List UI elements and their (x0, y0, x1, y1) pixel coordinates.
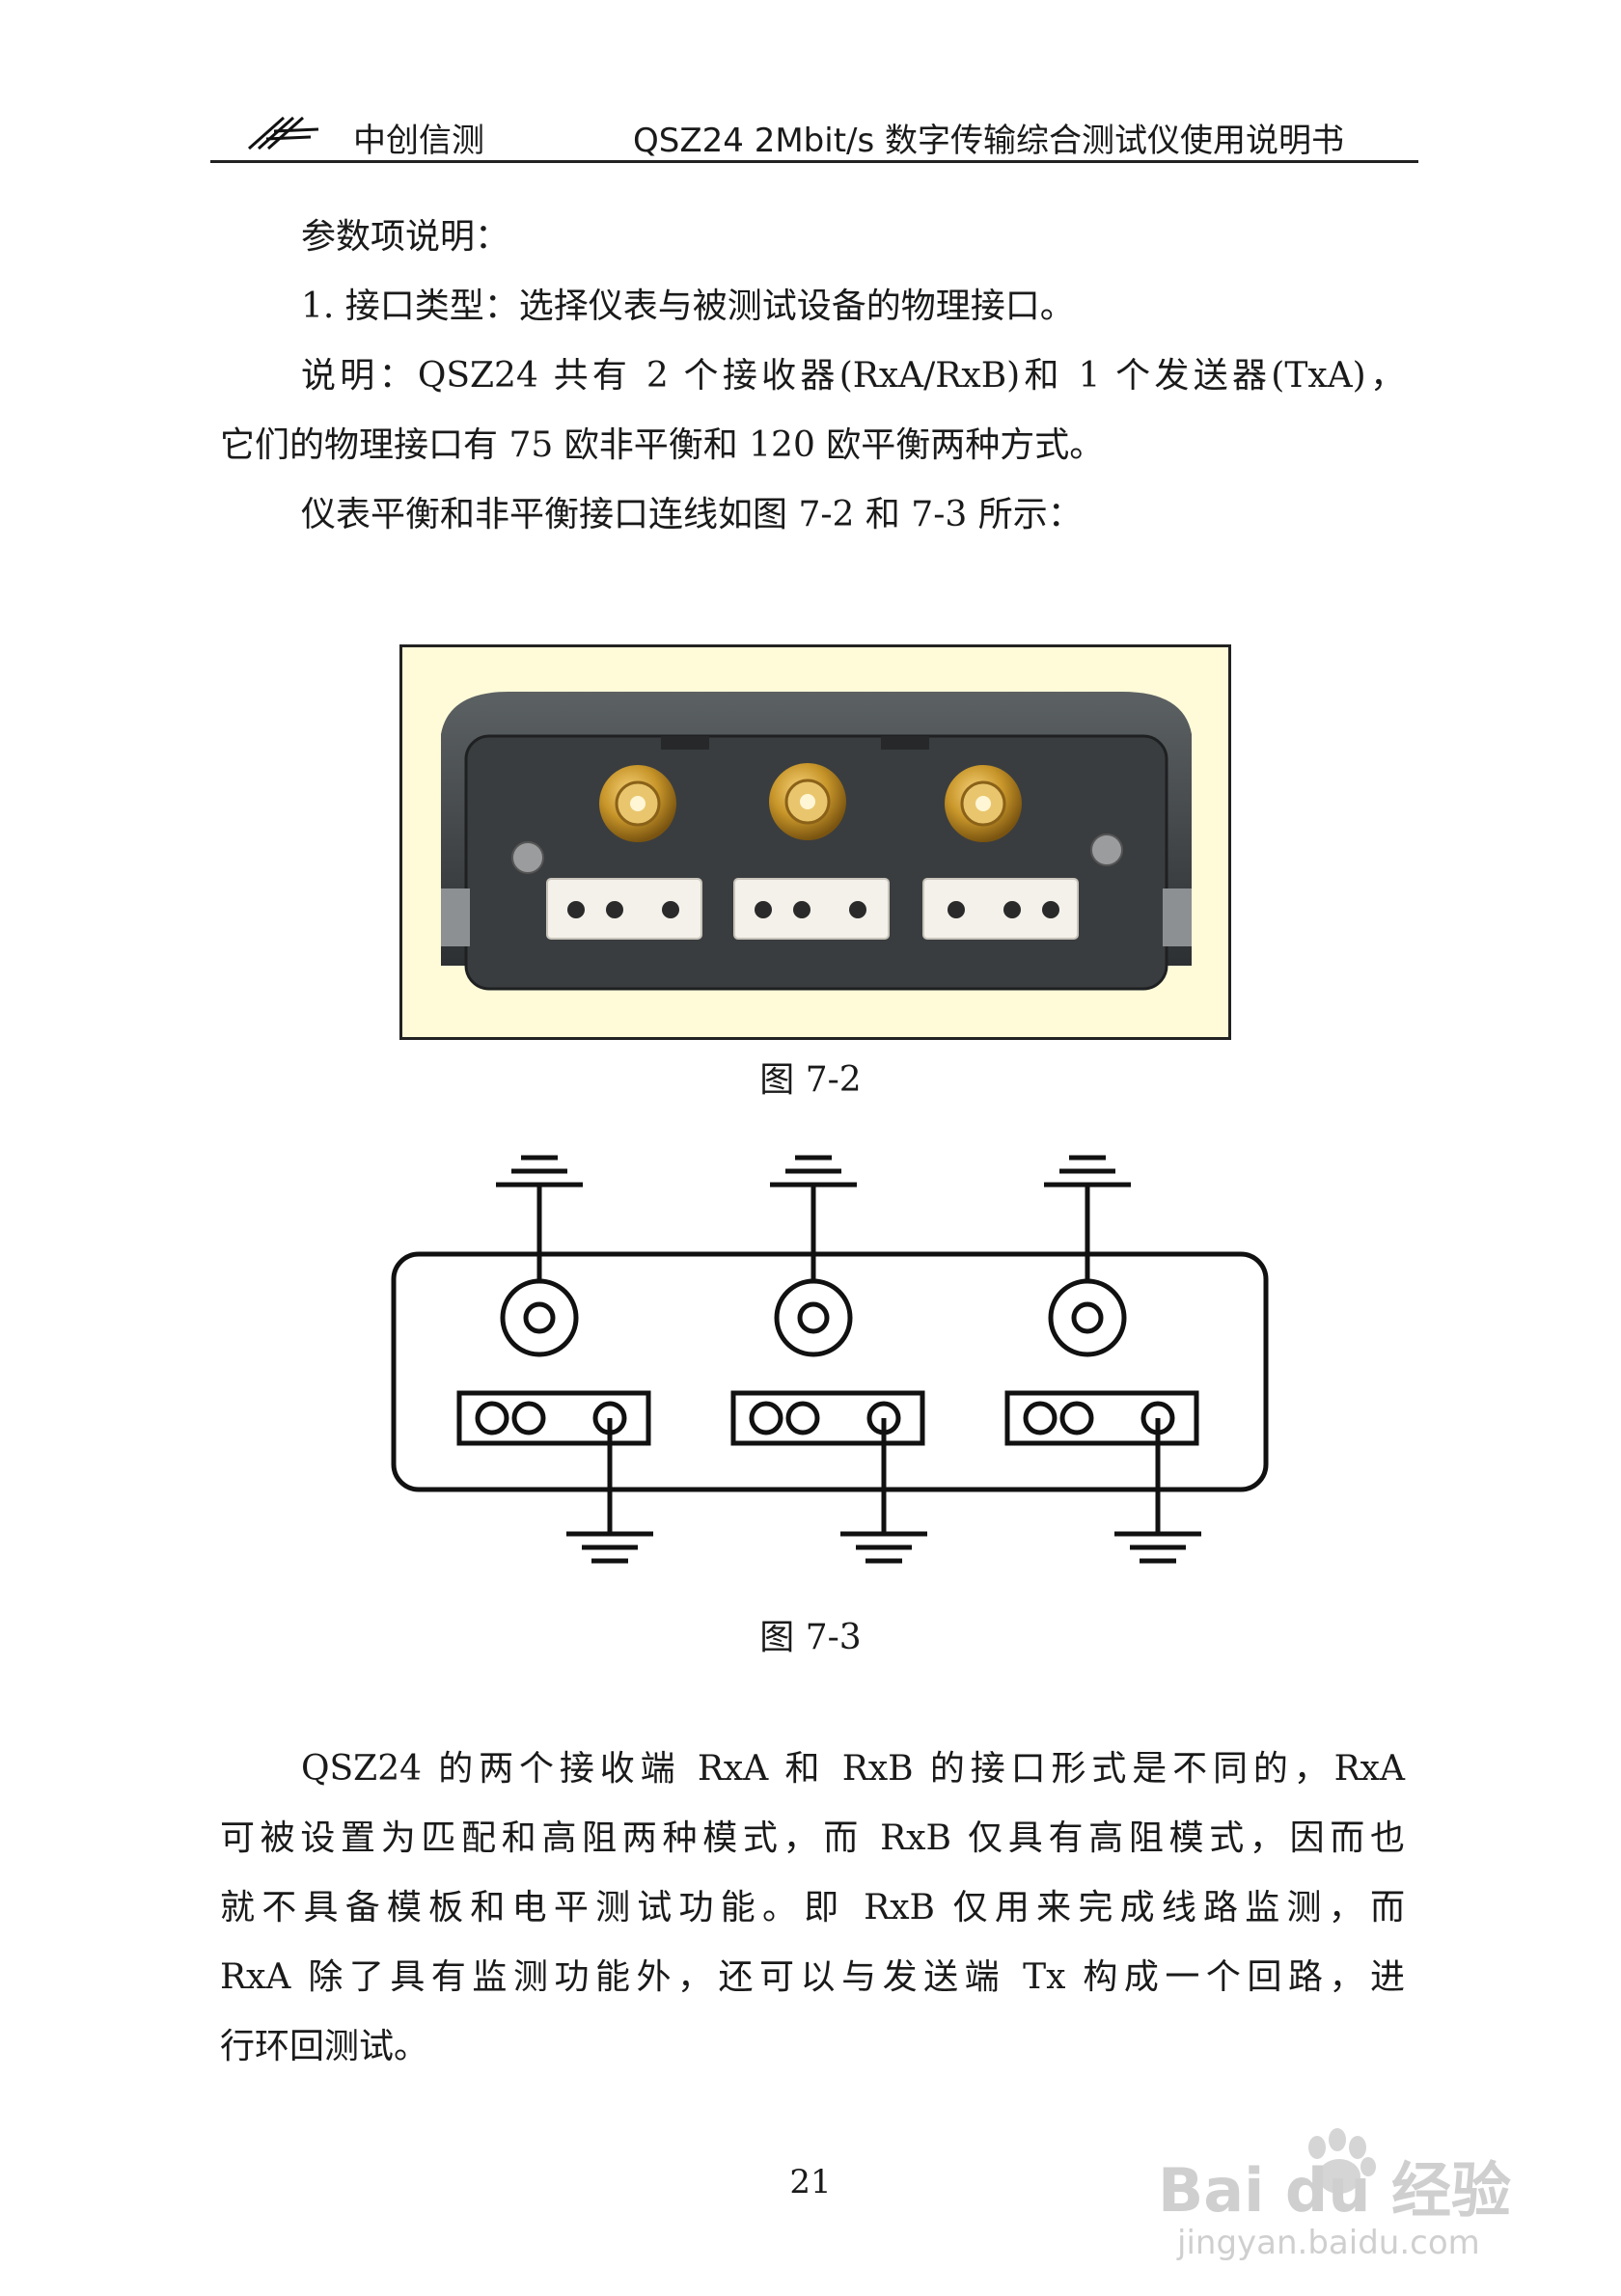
ground-symbol-bottom-3 (1114, 1531, 1201, 1564)
figure-7-2-caption: 图 7-2 (759, 1060, 862, 1100)
watermark-brand: Bai du 经验 (1158, 2155, 1511, 2226)
bnc-symbol-2 (774, 1278, 853, 1357)
ground-symbol-top-2 (770, 1155, 857, 1279)
bnc-connector-2 (769, 763, 846, 840)
header-company-name: 中创信测 (353, 122, 484, 160)
company-logo-icon (248, 116, 319, 150)
paragraph2-line-2: 可被设置为匹配和高阻两种模式，而 RxB 仅具有高阻模式，因而也 (220, 1818, 1405, 1858)
terminal-symbol-2 (730, 1390, 925, 1534)
terminal-block-1 (546, 878, 702, 940)
page-header: 中创信测 QSZ24 2Mbit/s 数字传输综合测试仪使用说明书 (210, 104, 1418, 163)
bnc-connector-3 (945, 765, 1022, 842)
baidu-watermark: Bai du 经验 jingyan.baidu.com (1158, 2128, 1511, 2262)
params-heading: 参数项说明： (301, 217, 510, 257)
bnc-connector-1 (599, 765, 676, 842)
figure-7-3-caption: 图 7-3 (759, 1618, 862, 1657)
interface-schematic (391, 1155, 1269, 1564)
item-interface-type: 1. 接口类型：选择仪表与被测试设备的物理接口。 (301, 287, 1075, 326)
schematic-panel-outline (391, 1251, 1269, 1492)
paragraph2-line-3: 就不具备模板和电平测试功能。即 RxB 仅用来完成线路监测，而 (220, 1888, 1405, 1927)
terminal-block-2 (733, 878, 890, 940)
figure-reference-line: 仪表平衡和非平衡接口连线如图 7-2 和 7-3 所示： (301, 495, 1083, 534)
page-number: 21 (789, 2163, 832, 2201)
ground-symbol-top-3 (1044, 1155, 1131, 1279)
ground-symbol-bottom-1 (566, 1531, 653, 1564)
terminal-block-3 (922, 878, 1079, 940)
note-line-1: 说明：QSZ24 共有 2 个接收器(RxA/RxB)和 1 个发送器(TxA)… (301, 356, 1405, 396)
watermark-url: jingyan.baidu.com (1176, 2224, 1480, 2262)
device-interface-photo (399, 644, 1231, 1040)
header-document-title: QSZ24 2Mbit/s 数字传输综合测试仪使用说明书 (633, 122, 1345, 160)
bnc-symbol-1 (500, 1278, 579, 1357)
terminal-symbol-3 (1004, 1390, 1199, 1534)
ground-symbol-top-1 (496, 1155, 583, 1279)
paragraph2-line-5: 行环回测试。 (220, 2027, 429, 2066)
paragraph2-line-1: QSZ24 的两个接收端 RxA 和 RxB 的接口形式是不同的，RxA (301, 1749, 1405, 1789)
paragraph2-line-4: RxA 除了具有监测功能外，还可以与发送端 Tx 构成一个回路，进 (220, 1957, 1405, 1997)
terminal-symbol-1 (456, 1390, 651, 1534)
bnc-symbol-3 (1048, 1278, 1127, 1357)
paw-logo-icon (1308, 2128, 1376, 2194)
ground-symbol-bottom-2 (840, 1531, 927, 1564)
note-line-2: 它们的物理接口有 75 欧非平衡和 120 欧平衡两种方式。 (220, 425, 1105, 465)
